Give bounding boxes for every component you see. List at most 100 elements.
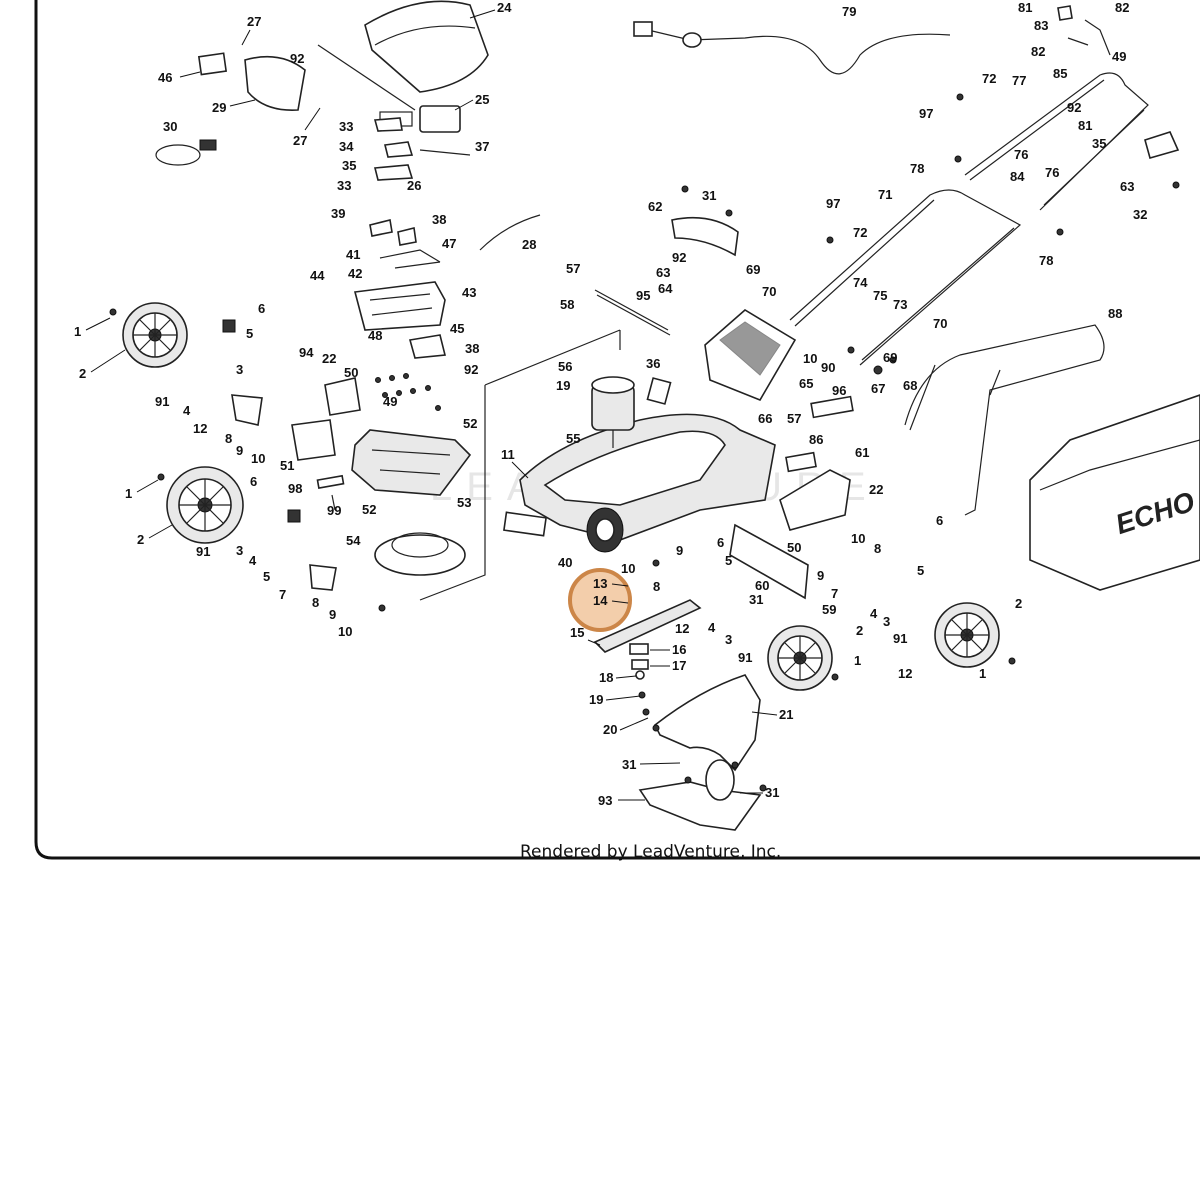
- callout-7a: 7: [279, 587, 286, 602]
- callout-70a: 70: [762, 284, 776, 299]
- callout-28: 28: [522, 237, 536, 252]
- callout-56: 56: [558, 359, 572, 374]
- callout-57a: 57: [566, 261, 580, 276]
- callout-91d: 91: [738, 650, 752, 665]
- callout-3a: 3: [236, 362, 243, 377]
- callout-93: 93: [598, 793, 612, 808]
- callout-5b: 5: [263, 569, 270, 584]
- callout-38b: 38: [465, 341, 479, 356]
- callout-91b: 91: [196, 544, 210, 559]
- callout-10c: 10: [803, 351, 817, 366]
- callout-19b: 19: [589, 692, 603, 707]
- callout-32: 32: [1133, 207, 1147, 222]
- callout-labels: 27 24 92 46 29 27 25 30 33 34 37 35 33 2…: [74, 0, 1147, 808]
- callout-8b: 8: [312, 595, 319, 610]
- callout-8a: 8: [225, 431, 232, 446]
- callout-91c: 91: [893, 631, 907, 646]
- callout-37: 37: [475, 139, 489, 154]
- callout-9c: 9: [676, 543, 683, 558]
- callout-76a: 76: [1014, 147, 1028, 162]
- callout-75: 75: [873, 288, 887, 303]
- callout-1a: 1: [74, 324, 81, 339]
- fasteners: [109, 93, 1180, 792]
- callout-97b: 97: [826, 196, 840, 211]
- callout-81a: 81: [1018, 0, 1032, 15]
- callout-1b: 1: [125, 486, 132, 501]
- assembly-guide: [419, 329, 621, 601]
- callout-18: 18: [599, 670, 613, 685]
- part-21-cover: [653, 674, 761, 772]
- wheel-front-left: [122, 302, 188, 368]
- callout-43: 43: [462, 285, 476, 300]
- callout-71: 71: [878, 187, 892, 202]
- callout-67: 67: [871, 381, 885, 396]
- part-77-upper-handle: [964, 72, 1149, 211]
- callout-78a: 78: [910, 161, 924, 176]
- callout-3d: 3: [725, 632, 732, 647]
- callout-4d: 4: [708, 620, 716, 635]
- callout-54: 54: [346, 533, 361, 548]
- callout-6a: 6: [258, 301, 265, 316]
- callout-36: 36: [646, 356, 660, 371]
- callout-82b: 82: [1031, 44, 1045, 59]
- callout-90: 90: [821, 360, 835, 375]
- callout-50b: 50: [787, 540, 801, 555]
- callout-47: 47: [442, 236, 456, 251]
- callout-31c: 31: [622, 757, 636, 772]
- callout-77: 77: [1012, 73, 1026, 88]
- part-24-cover: [364, 0, 489, 93]
- callout-2d: 2: [856, 623, 863, 638]
- wheel-rear-left: [166, 466, 244, 544]
- callout-76b: 76: [1045, 165, 1059, 180]
- callout-99: 99: [327, 503, 341, 518]
- callout-97a: 97: [919, 106, 933, 121]
- callout-33a: 33: [339, 119, 353, 134]
- callout-13: 13: [593, 576, 607, 591]
- callout-65: 65: [799, 376, 813, 391]
- callout-55: 55: [566, 431, 580, 446]
- callout-16: 16: [672, 642, 686, 657]
- callout-9a: 9: [236, 443, 243, 458]
- callout-83: 83: [1034, 18, 1048, 33]
- callout-64: 64: [658, 281, 673, 296]
- callout-6c: 6: [936, 513, 943, 528]
- credit-text: Rendered by LeadVenture, Inc.: [520, 842, 781, 862]
- callout-5c: 5: [725, 553, 732, 568]
- callout-84: 84: [1010, 169, 1025, 184]
- callout-48: 48: [368, 328, 382, 343]
- part-79-cable: [647, 29, 951, 75]
- callout-63a: 63: [1120, 179, 1134, 194]
- callout-9d: 9: [817, 568, 824, 583]
- callout-11: 11: [501, 447, 515, 462]
- highlight-circle: [568, 568, 632, 632]
- diagram-frame: [34, 0, 1200, 860]
- callout-24: 24: [497, 0, 512, 15]
- callout-79: 79: [842, 4, 856, 19]
- callout-20: 20: [603, 722, 617, 737]
- callout-31d: 31: [765, 785, 779, 800]
- callout-72a: 72: [982, 71, 996, 86]
- part-54-plate: [374, 534, 466, 576]
- callout-31b: 31: [749, 592, 763, 607]
- callout-12c: 12: [898, 666, 912, 681]
- callout-40: 40: [558, 555, 572, 570]
- callout-4c: 4: [870, 606, 878, 621]
- callout-42: 42: [348, 266, 362, 281]
- callout-4b: 4: [249, 553, 257, 568]
- callout-9b: 9: [329, 607, 336, 622]
- callout-58: 58: [560, 297, 574, 312]
- callout-29: 29: [212, 100, 226, 115]
- callout-26: 26: [407, 178, 421, 193]
- callout-81b: 81: [1078, 118, 1092, 133]
- callout-45: 45: [450, 321, 464, 336]
- callout-31a: 31: [702, 188, 716, 203]
- callout-3b: 3: [236, 543, 243, 558]
- callout-35a: 35: [342, 158, 356, 173]
- callout-92c: 92: [1067, 100, 1081, 115]
- callout-59: 59: [822, 602, 836, 617]
- callout-35b: 35: [1092, 136, 1106, 151]
- callout-7b: 7: [831, 586, 838, 601]
- callout-51: 51: [280, 458, 294, 473]
- callout-91a: 91: [155, 394, 169, 409]
- callout-41: 41: [346, 247, 360, 262]
